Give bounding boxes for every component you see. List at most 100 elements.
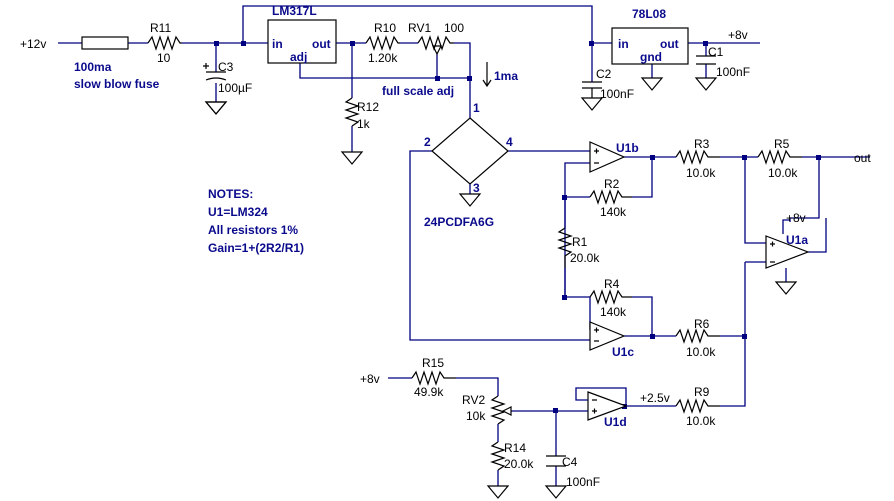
resistor-r4	[589, 289, 632, 305]
r14-val: 20.0k	[504, 457, 534, 471]
rv1-ref: RV1	[408, 21, 431, 35]
ground-c3	[204, 101, 228, 115]
resistor-r1	[557, 227, 573, 268]
78l08-gnd: gnd	[640, 50, 662, 64]
label-v8-bottom: +8v	[360, 372, 380, 386]
r3-val: 10.0k	[686, 166, 716, 180]
r5-ref: R5	[774, 137, 790, 151]
78l08-in: in	[618, 37, 629, 51]
capacitor-c2	[580, 81, 604, 111]
c3-ref: C3	[218, 60, 234, 74]
trimmer-rv1	[417, 35, 454, 56]
fuse	[81, 36, 129, 50]
r11-ref: R11	[150, 21, 171, 35]
bridge-pin-2: 2	[424, 135, 431, 149]
u1a-ref: U1a	[786, 233, 808, 247]
lm317-regulator	[267, 19, 337, 64]
resistor-r14	[490, 441, 506, 471]
pressure-sensor-bridge	[431, 117, 509, 185]
opamp-u1a	[765, 235, 810, 269]
label-v12: +12v	[20, 37, 46, 51]
lm317-title: LM317L	[272, 4, 317, 18]
78l08-regulator	[611, 27, 689, 65]
r9-ref: R9	[694, 385, 710, 399]
ground-bridge	[458, 193, 482, 207]
c2-val: 100nF	[600, 87, 634, 101]
bridge-pin-1: 1	[473, 101, 480, 115]
c1-ref: C1	[708, 45, 724, 59]
rv2-val: 10k	[466, 409, 486, 423]
r15-ref: R15	[422, 356, 444, 370]
r10-ref: R10	[374, 21, 396, 35]
ground-u1a	[774, 281, 798, 295]
note-u1: U1=LM324	[208, 205, 268, 219]
resistor-r10	[365, 35, 400, 51]
r2-val: 140k	[600, 205, 627, 219]
u1d-ref: U1d	[604, 415, 627, 429]
u1c-ref: U1c	[612, 345, 634, 359]
resistor-r6	[675, 328, 720, 344]
fuse-value: 100ma	[74, 60, 112, 74]
capacitor-c4	[544, 455, 568, 499]
opamp-u1d	[587, 391, 628, 421]
r1-ref: R1	[572, 235, 588, 249]
current-arrow-icon	[482, 62, 492, 88]
c2-ref: C2	[596, 67, 612, 81]
78l08-out: out	[660, 37, 679, 51]
note-resistors: All resistors 1%	[208, 223, 298, 237]
opamp-u1c	[589, 321, 626, 351]
resistor-r15	[411, 370, 456, 386]
lm317-adj: adj	[290, 50, 307, 64]
wires	[58, 5, 870, 486]
lm317-out: out	[312, 37, 331, 51]
resistor-r2	[589, 189, 632, 205]
label-v8-u1a: +8v	[786, 211, 806, 225]
label-current: 1ma	[494, 69, 518, 83]
r15-val: 49.9k	[414, 385, 444, 399]
c1-val: 100nF	[716, 65, 750, 79]
r5-val: 10.0k	[768, 166, 798, 180]
r9-val: 10.0k	[686, 414, 716, 428]
u1b-ref: U1b	[616, 141, 639, 155]
r10-val: 1.20k	[368, 51, 398, 65]
r12-ref: R12	[357, 100, 379, 114]
r2-ref: R2	[604, 177, 620, 191]
resistor-r12	[344, 97, 360, 127]
c4-val: 100nF	[566, 475, 600, 489]
resistor-r5	[757, 149, 802, 165]
rv1-val: 100	[444, 21, 464, 35]
r6-val: 10.0k	[686, 345, 716, 359]
capacitor-c1	[694, 55, 718, 91]
resistor-r11	[147, 35, 182, 51]
note-gain: Gain=1+(2R2/R1)	[208, 241, 304, 255]
bridge-pin-3: 3	[473, 181, 480, 195]
resistor-r3	[675, 149, 720, 165]
label-full-scale-adj: full scale adj	[382, 84, 454, 98]
ground-r12	[340, 151, 364, 165]
label-out: out	[854, 151, 871, 165]
label-v25: +2.5v	[640, 391, 670, 405]
r6-ref: R6	[694, 317, 710, 331]
r4-ref: R4	[604, 277, 620, 291]
bridge-pin-4: 4	[506, 135, 513, 149]
r11-val: 10	[157, 51, 171, 65]
note-title: NOTES:	[208, 187, 253, 201]
r4-val: 140k	[600, 305, 627, 319]
r12-val: 1k	[357, 117, 371, 131]
trimmer-rv2	[490, 395, 512, 425]
junctions	[214, 41, 821, 413]
r1-val: 20.0k	[570, 251, 600, 265]
fuse-desc: slow blow fuse	[74, 77, 160, 91]
c3-val: 100µF	[218, 81, 252, 95]
r14-ref: R14	[504, 441, 526, 455]
label-v8-top: +8v	[728, 28, 748, 42]
lm317-in: in	[272, 37, 283, 51]
resistor-r9	[675, 398, 720, 414]
rv2-ref: RV2	[462, 393, 485, 407]
c4-ref: C4	[562, 455, 578, 469]
sensor-part: 24PCDFA6G	[424, 215, 494, 229]
opamp-u1b	[589, 141, 626, 173]
78l08-title: 78L08	[632, 7, 666, 21]
r3-ref: R3	[694, 137, 710, 151]
